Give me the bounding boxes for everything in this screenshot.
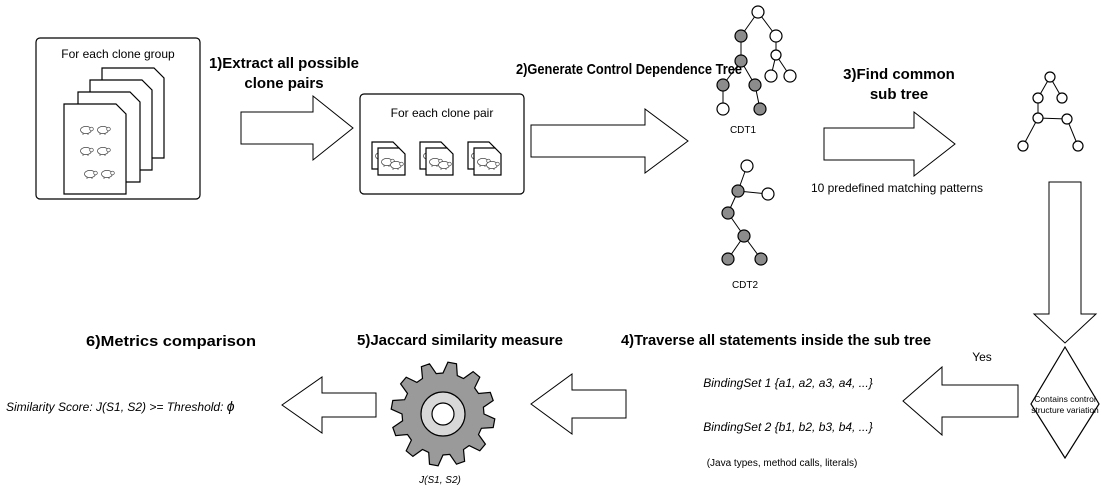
clone-group-label: For each clone group [61,47,175,61]
yes-label: Yes [972,350,992,364]
clone-pair-label: For each clone pair [391,106,494,120]
binding-note: (Java types, method calls, literals) [707,458,858,469]
step-1-title-line-2: clone pairs [244,75,323,92]
gear-icon [390,361,496,467]
binding-set-2: BindingSet 2 {b1, b2, b3, b4, ...} [703,420,872,434]
step-4-title: 4)Traverse all statements inside the sub… [621,332,931,349]
phi-symbol: ϕ [227,398,235,414]
arrow-find-common [823,110,956,178]
arrow-traverse [902,365,1019,437]
decision-diamond: Contains control structure variation [1030,345,1100,460]
document-stack-icon [63,67,165,195]
cdt2-tree [721,159,775,266]
arrow-jaccard [530,373,627,435]
arrow-down-to-decision [1032,181,1098,344]
common-subtree [1017,71,1084,152]
step-5-title: 5)Jaccard similarity measure [357,332,563,349]
binding-set-1: BindingSet 1 {a1, a2, a3, a4, ...} [703,376,872,390]
cdt1-tree [716,5,797,116]
arrow-metrics [281,376,377,434]
step-3-title-line-1: 3)Find common [843,66,955,83]
decision-line-2: structure variation [1031,405,1099,415]
decision-line-1: Contains control [1034,394,1096,404]
clone-pair-docs-icon [372,142,501,175]
step-6-title: 6)Metrics comparison [86,333,256,350]
step-1-title-line-1: 1)Extract all possible [209,55,359,72]
gear-label: J(S1, S2) [418,475,461,486]
similarity-score-text: Similarity Score: J(S1, S2) >= Threshold… [6,400,227,414]
cdt2-label: CDT2 [732,280,759,291]
arrow-extract [240,94,354,162]
clone-group-box: For each clone group [35,37,201,200]
clone-pair-box: For each clone pair [359,93,525,195]
cdt1-label: CDT1 [730,125,757,136]
arrow-generate [530,108,689,174]
step-3-title-line-2: sub tree [870,86,928,103]
step-2-title: 2)Generate Control Dependence Tree [516,61,742,78]
similarity-score: Similarity Score: J(S1, S2) >= Threshold… [6,398,235,414]
patterns-note: 10 predefined matching patterns [811,181,983,195]
